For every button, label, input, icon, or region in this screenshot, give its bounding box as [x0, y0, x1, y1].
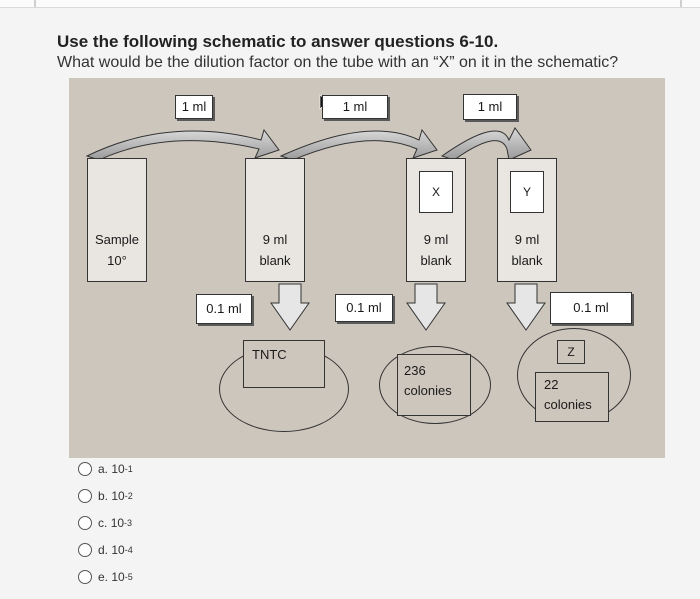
tube-volume: 9 ml [423, 232, 449, 247]
option-d[interactable]: d. 10-4 [78, 536, 133, 563]
option-exponent: -2 [124, 490, 133, 501]
answer-options: a. 10-1 b. 10-2 c. 10-3 d. 10-4 e. 10-5 [78, 455, 133, 590]
radio-button[interactable] [78, 461, 92, 476]
tube-y-marker: Y [510, 171, 544, 213]
option-a[interactable]: a. 10-1 [78, 455, 133, 482]
option-exponent: -4 [124, 544, 133, 555]
plate-unit: colonies [544, 397, 592, 412]
plating-arrow-3 [506, 283, 546, 331]
transfer-arrow-3 [440, 127, 532, 161]
option-letter: b. [98, 488, 109, 503]
sample-tube: Sample 10° [87, 158, 147, 282]
tube-x-marker: X [419, 171, 453, 213]
radio-button[interactable] [78, 515, 92, 530]
option-exponent: -5 [124, 571, 133, 582]
plate-count: 236 [404, 363, 426, 378]
transfer-label-3: 1 ml [463, 94, 517, 120]
dilution-tube-1: 9 ml blank [245, 158, 305, 282]
transfer-arrow-1 [85, 128, 280, 161]
option-base: 10 [111, 569, 125, 584]
plating-arrow-2 [406, 283, 446, 331]
sample-power: 10° [107, 253, 127, 268]
tube-content: blank [420, 253, 452, 268]
divider-tick [680, 0, 682, 7]
top-border [0, 0, 700, 8]
transfer-label-2: 1 ml [322, 95, 388, 119]
option-base: 10 [111, 461, 125, 476]
plating-arrow-1 [270, 283, 310, 331]
plate-z-marker: Z [557, 340, 585, 364]
plating-label-2: 0.1 ml [335, 294, 393, 322]
tube-volume: 9 ml [514, 232, 540, 247]
tube-content: blank [259, 253, 291, 268]
dilution-schematic: 1 ml 1 ml 1 ml Sample 10° 9 ml blank X 9… [69, 78, 665, 458]
radio-button[interactable] [78, 569, 92, 584]
option-base: 10 [110, 515, 125, 530]
option-c[interactable]: c. 10-3 [78, 509, 133, 536]
dilution-tube-y: Y 9 ml blank [497, 158, 557, 282]
question-text: What would be the dilution factor on the… [57, 54, 619, 71]
plate-2-result: 236 colonies [397, 354, 471, 416]
sample-label: Sample [94, 232, 140, 247]
tube-content: blank [511, 253, 543, 268]
plating-label-1: 0.1 ml [196, 294, 252, 324]
plating-label-3: 0.1 ml [550, 292, 632, 324]
option-letter: a. [98, 461, 109, 476]
transfer-arrow-2 [279, 128, 438, 161]
plate-1-result: TNTC [243, 340, 325, 388]
tube-volume: 9 ml [262, 232, 288, 247]
option-letter: c. [98, 515, 108, 530]
option-base: 10 [111, 488, 125, 503]
radio-button[interactable] [78, 542, 92, 557]
option-b[interactable]: b. 10-2 [78, 482, 133, 509]
option-exponent: -3 [124, 517, 133, 528]
divider-tick [34, 0, 36, 7]
transfer-label-1: 1 ml [175, 95, 213, 119]
page-title: Use the following schematic to answer qu… [57, 32, 499, 51]
plate-count: 22 [544, 377, 559, 392]
option-letter: d. [98, 542, 109, 557]
option-letter: e. [98, 569, 109, 584]
plate-3-result: 22 colonies [535, 372, 609, 422]
radio-button[interactable] [78, 488, 92, 503]
option-e[interactable]: e. 10-5 [78, 563, 133, 590]
schematic-arrows [85, 94, 546, 331]
dilution-tube-x: X 9 ml blank [406, 158, 466, 282]
option-exponent: -1 [124, 463, 133, 474]
plate-count: TNTC [252, 347, 287, 362]
plate-unit: colonies [404, 383, 452, 398]
option-base: 10 [111, 542, 125, 557]
